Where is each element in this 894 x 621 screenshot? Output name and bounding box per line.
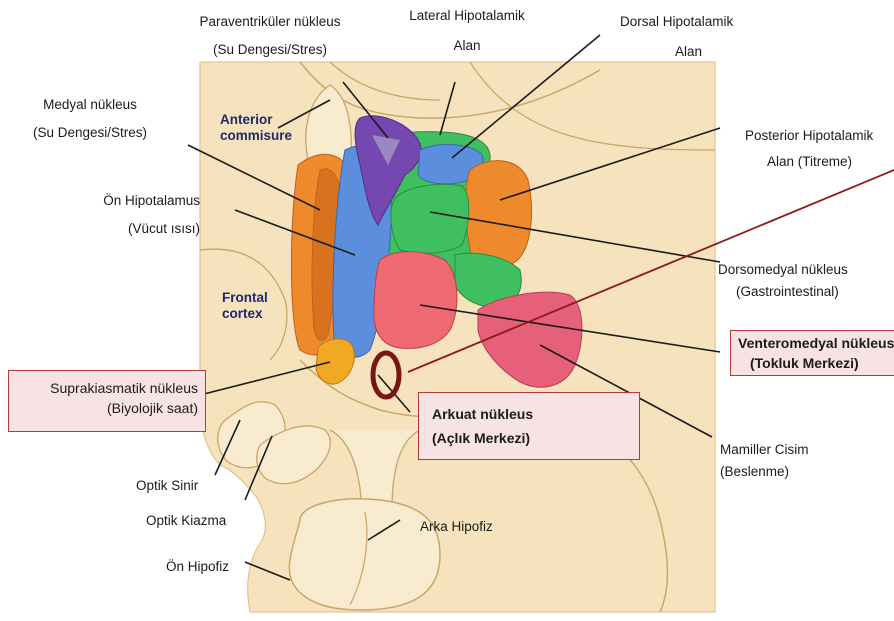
anterior-commissure-line1: Anterior — [220, 112, 292, 128]
posterior-line1: Posterior Hipotalamik — [745, 128, 873, 144]
anterior-pituitary-label: Ön Hipofiz — [166, 559, 229, 575]
posterior-label: Posterior Hipotalamik Alan (Titreme) — [745, 128, 873, 170]
ventromedial-line1: Venteromedyal nükleus — [738, 333, 894, 353]
optic-chiasm-label: Optik Kiazma — [146, 513, 226, 529]
ventromedial-nucleus — [374, 252, 457, 349]
lateral-line1: Lateral Hipotalamik — [392, 8, 542, 24]
pituitary-gland — [289, 499, 440, 610]
dorsal-line1: Dorsal Hipotalamik — [620, 14, 733, 30]
dorsomedial-label: Dorsomedyal nükleus (Gastrointestinal) — [718, 262, 848, 300]
dorsal-line2: Alan — [620, 44, 733, 60]
mammillary-line1: Mamiller Cisim — [720, 442, 809, 458]
suprachiasmatic-line1: Suprakiasmatik nükleus — [14, 378, 198, 398]
dorsomedial-line1: Dorsomedyal nükleus — [718, 262, 848, 278]
suprachiasmatic-label: Suprakiasmatik nükleus (Biyolojik saat) — [14, 378, 198, 418]
paraventricular-line2: (Su Dengesi/Stres) — [170, 42, 370, 58]
suprachiasmatic-line2: (Biyolojik saat) — [14, 398, 198, 418]
frontal-cortex-line2: cortex — [222, 306, 268, 322]
anterior-commissure-label: Anterior commisure — [220, 112, 292, 144]
anterior-hyp-line2: (Vücut ısısı) — [40, 221, 200, 237]
anterior-hyp-line1: Ön Hipotalamus — [40, 193, 200, 209]
mammillary-label: Mamiller Cisim (Beslenme) — [720, 442, 809, 480]
frontal-cortex-line1: Frontal — [222, 290, 268, 306]
arcuate-line2: (Açlık Merkezi) — [432, 426, 533, 450]
arcuate-label: Arkuat nükleus (Açlık Merkezi) — [432, 402, 533, 450]
mammillary-line2: (Beslenme) — [720, 464, 809, 480]
posterior-pituitary-label: Arka Hipofiz — [420, 519, 493, 535]
arcuate-line1: Arkuat nükleus — [432, 402, 533, 426]
medial-label: Medyal nükleus (Su Dengesi/Stres) — [20, 97, 160, 141]
anterior-commissure-line2: commisure — [220, 128, 292, 144]
optic-nerve-label: Optik Sinir — [136, 478, 198, 494]
ventromedial-label: Venteromedyal nükleus (Tokluk Merkezi) — [738, 333, 894, 373]
frontal-cortex-label: Frontal cortex — [222, 290, 268, 322]
posterior-line2: Alan (Titreme) — [745, 154, 873, 170]
posterior-hypothalamic-area — [466, 161, 532, 267]
ventromedial-line2: (Tokluk Merkezi) — [738, 353, 894, 373]
dorsomedial-line2: (Gastrointestinal) — [718, 284, 848, 300]
anterior-hyp-label: Ön Hipotalamus (Vücut ısısı) — [40, 193, 200, 237]
medial-line2: (Su Dengesi/Stres) — [20, 125, 160, 141]
lateral-label: Lateral Hipotalamik Alan — [392, 8, 542, 54]
medial-line1: Medyal nükleus — [20, 97, 160, 113]
dorsal-label: Dorsal Hipotalamik Alan — [620, 14, 733, 60]
paraventricular-line1: Paraventriküler nükleus — [170, 14, 370, 30]
lateral-line2: Alan — [392, 38, 542, 54]
paraventricular-label: Paraventriküler nükleus (Su Dengesi/Stre… — [170, 14, 370, 58]
dorsomedial-nucleus — [391, 184, 469, 253]
